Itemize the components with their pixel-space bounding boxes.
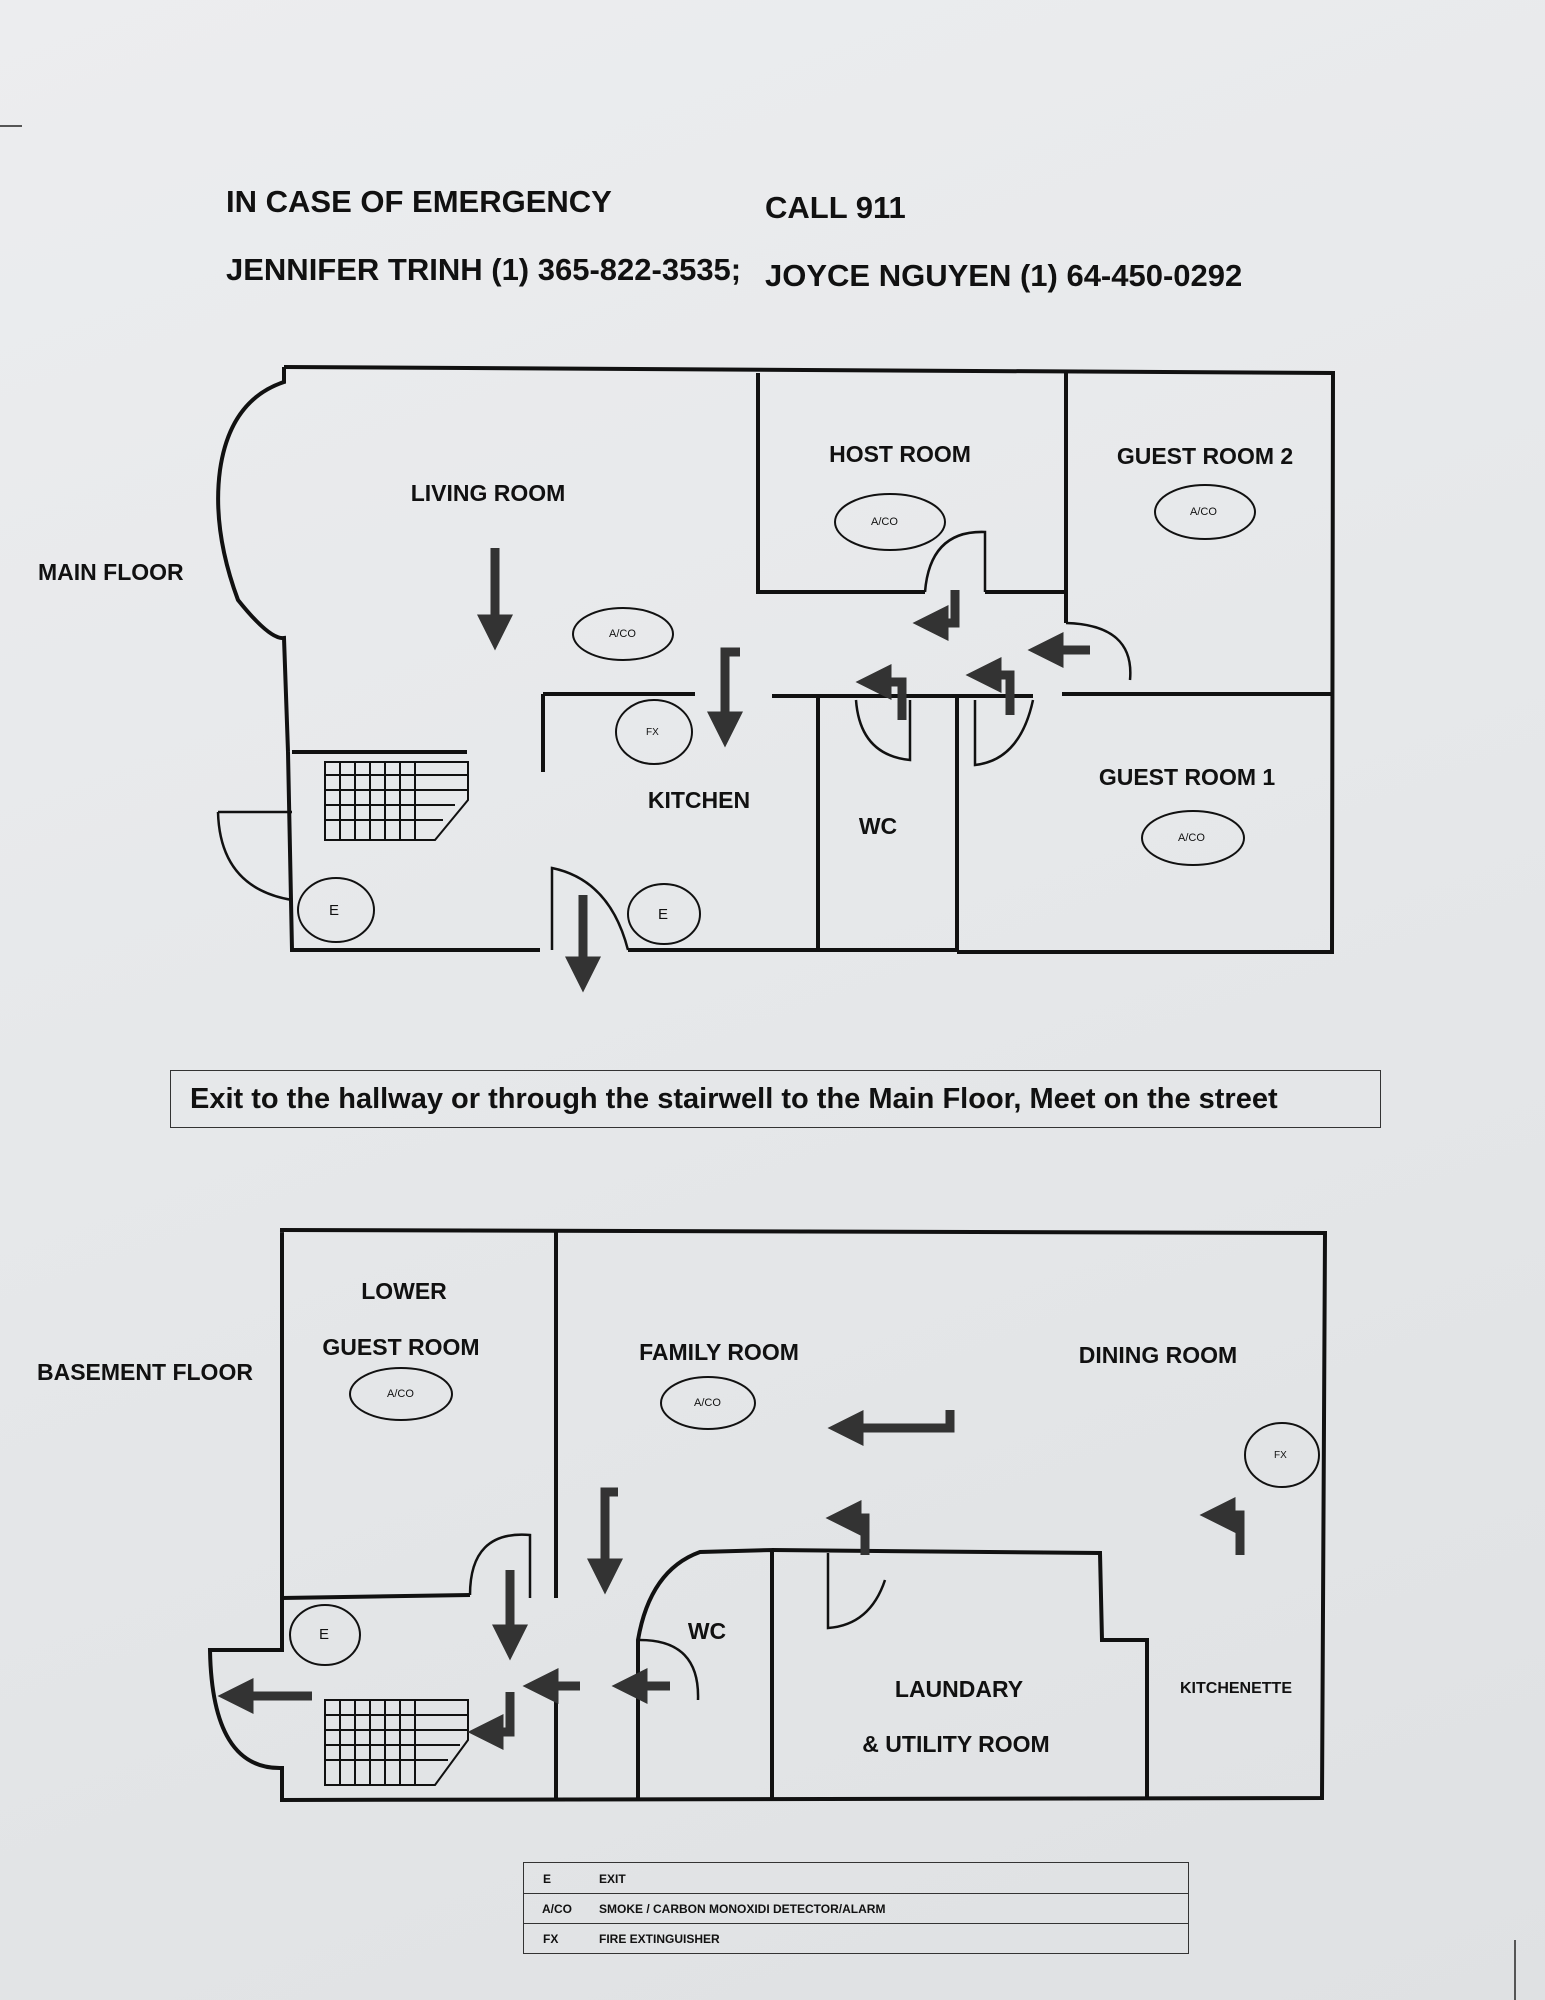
main-floor-label: MAIN FLOOR — [38, 559, 184, 585]
legend-symbol: FX — [543, 1932, 559, 1946]
basement-outer-wall — [207, 1228, 1328, 1803]
legend-symbol: E — [543, 1872, 552, 1886]
room-lower: LOWER — [361, 1278, 447, 1304]
detector-marker-guest2 — [1154, 484, 1256, 540]
detector-label-family: A/CO — [694, 1397, 721, 1409]
basement-floor-plan — [207, 1228, 1328, 1803]
main-evacuation-arrows — [477, 548, 1090, 993]
room-wc-basement: WC — [687, 1618, 727, 1644]
detector-label-living: A/CO — [609, 628, 636, 640]
arrow-dining-exit — [1199, 1497, 1245, 1555]
basement-markers — [289, 1367, 1320, 1666]
scan-mark-right — [1514, 1940, 1516, 2000]
arrow-kitchen-down — [707, 647, 743, 748]
detector-marker-lower-guest — [349, 1367, 453, 1421]
legend-symbol: A/CO — [542, 1902, 572, 1916]
evacuation-instruction: Exit to the hallway or through the stair… — [170, 1070, 1381, 1128]
legend-row-extinguisher: FX FIRE EXTINGUISHER — [524, 1923, 1188, 1953]
exit-label-basement: E — [319, 1626, 330, 1643]
main-bay-wall — [216, 367, 290, 753]
exit-label-main-1: E — [329, 902, 340, 919]
room-guest-lower: GUEST ROOM — [322, 1334, 480, 1360]
arrow-wc-exit — [855, 664, 907, 720]
room-dining: DINING ROOM — [1078, 1342, 1238, 1368]
legend-description: FIRE EXTINGUISHER — [599, 1932, 720, 1946]
main-stairs — [324, 761, 469, 841]
emergency-label: IN CASE OF EMERGENCY — [226, 184, 612, 219]
detector-label-lower-guest: A/CO — [387, 1388, 414, 1400]
legend-table: E EXIT A/CO SMOKE / CARBON MONOXIDI DETE… — [523, 1862, 1189, 1954]
host-room-walls — [756, 373, 1068, 594]
basement-evacuation-arrows — [217, 1410, 1245, 1750]
main-floor-plan — [216, 365, 1336, 954]
arrow-laundry-exit — [825, 1500, 870, 1555]
contact-jennifer: JENNIFER TRINH (1) 365-822-3535; — [226, 252, 742, 287]
wc-walls — [816, 696, 959, 952]
exit-marker-main-1 — [297, 877, 375, 943]
basement-wc-walls — [636, 1547, 774, 1800]
main-bottom-wall-left — [286, 751, 540, 952]
arrow-guest1-exit — [965, 657, 1015, 715]
arrow-family-down — [587, 1487, 623, 1595]
room-guest-1: GUEST ROOM 1 — [1098, 764, 1276, 790]
legend-row-detector: A/CO SMOKE / CARBON MONOXIDI DETECTOR/AL… — [524, 1893, 1188, 1924]
detector-label-host: A/CO — [871, 516, 898, 528]
exit-marker-main-2 — [627, 883, 701, 945]
main-markers — [297, 484, 1256, 945]
basement-floor-label: BASEMENT FLOOR — [37, 1359, 253, 1385]
guest-room-walls — [1062, 592, 1333, 696]
detector-marker-family — [660, 1376, 756, 1430]
detector-marker-guest1 — [1141, 810, 1245, 866]
detector-label-guest2: A/CO — [1190, 506, 1217, 518]
laundry-walls — [771, 1548, 1149, 1800]
room-living: LIVING ROOM — [410, 480, 566, 506]
extinguisher-marker-basement — [1244, 1422, 1320, 1488]
extinguisher-marker-main — [615, 699, 693, 765]
basement-stairs — [324, 1699, 469, 1786]
legend-description: SMOKE / CARBON MONOXIDI DETECTOR/ALARM — [599, 1902, 886, 1916]
arrow-family-left — [827, 1410, 955, 1446]
arrow-stair — [467, 1692, 515, 1750]
room-laundry: LAUNDARY — [894, 1676, 1024, 1702]
legend-row-exit: E EXIT — [524, 1863, 1188, 1894]
contact-joyce: JOYCE NGUYEN (1) 64-450-0292 — [765, 258, 1243, 293]
room-family: FAMILY ROOM — [639, 1339, 799, 1365]
exit-marker-basement — [289, 1604, 361, 1666]
extinguisher-label-basement: FX — [1274, 1450, 1287, 1461]
room-host: HOST ROOM — [829, 441, 971, 467]
lower-guest-walls — [281, 1230, 558, 1600]
detector-marker-host — [834, 493, 946, 551]
extinguisher-label-main: FX — [646, 727, 659, 738]
room-wc-main: WC — [858, 813, 898, 839]
room-kitchenette: KITCHENETTE — [1180, 1680, 1292, 1697]
scan-mark-left — [0, 125, 22, 127]
call-911-label: CALL 911 — [765, 190, 906, 225]
room-utility: & UTILITY ROOM — [862, 1731, 1050, 1757]
main-outer-wall — [283, 365, 1336, 954]
detector-marker-living — [572, 607, 674, 661]
detector-label-guest1: A/CO — [1178, 832, 1205, 844]
room-guest-2: GUEST ROOM 2 — [1116, 443, 1294, 469]
exit-label-main-2: E — [658, 906, 669, 923]
legend-description: EXIT — [599, 1872, 626, 1886]
arrow-host-exit — [912, 590, 960, 641]
room-kitchen: KITCHEN — [647, 787, 751, 813]
